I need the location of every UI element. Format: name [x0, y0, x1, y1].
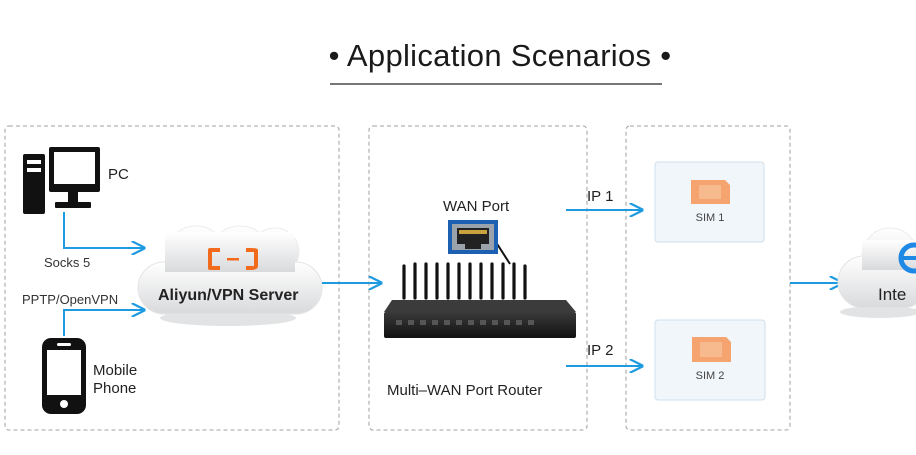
- server-cloud: [137, 225, 323, 326]
- server-label: Aliyun/VPN Server: [158, 287, 299, 304]
- sim1-card: [654, 161, 765, 243]
- aliyun-logo-icon: [208, 248, 258, 270]
- pptp-label: PPTP/OpenVPN: [22, 292, 119, 307]
- internet-label: Inte: [878, 285, 907, 304]
- ip1-label: IP 1: [587, 188, 614, 205]
- phone-to-server-arrow: [63, 310, 144, 336]
- socks-label: Socks 5: [44, 255, 91, 270]
- sim2-card: [654, 319, 766, 401]
- wan-port-label: WAN Port: [443, 198, 510, 215]
- sim1-label: SIM 1: [695, 212, 725, 224]
- devices-group-box: [4, 125, 340, 431]
- mobile-label-line2: Phone: [93, 380, 137, 397]
- sim2-label: SIM 2: [695, 370, 725, 382]
- router-label: Multi–WAN Port Router: [387, 382, 543, 399]
- title-bullet-right: •: [660, 38, 672, 73]
- router-image: [384, 235, 576, 338]
- pc-to-server-arrow: [63, 212, 144, 248]
- pc-icon: [23, 147, 100, 214]
- sim-group-box: [625, 125, 791, 431]
- wan-port-icon: [448, 220, 498, 254]
- internet-explorer-icon: [898, 242, 916, 274]
- title-text: Application Scenarios: [346, 38, 652, 73]
- ip2-label: IP 2: [587, 342, 614, 359]
- mobile-phone-icon: [42, 338, 86, 414]
- pc-label: PC: [108, 166, 129, 183]
- mobile-label-line1: Mobile: [93, 362, 138, 379]
- internet-cloud: [837, 227, 916, 318]
- title-bullet-left: •: [328, 38, 340, 73]
- page-title: • Application Scenarios •: [0, 38, 916, 74]
- title-underline: [330, 83, 662, 85]
